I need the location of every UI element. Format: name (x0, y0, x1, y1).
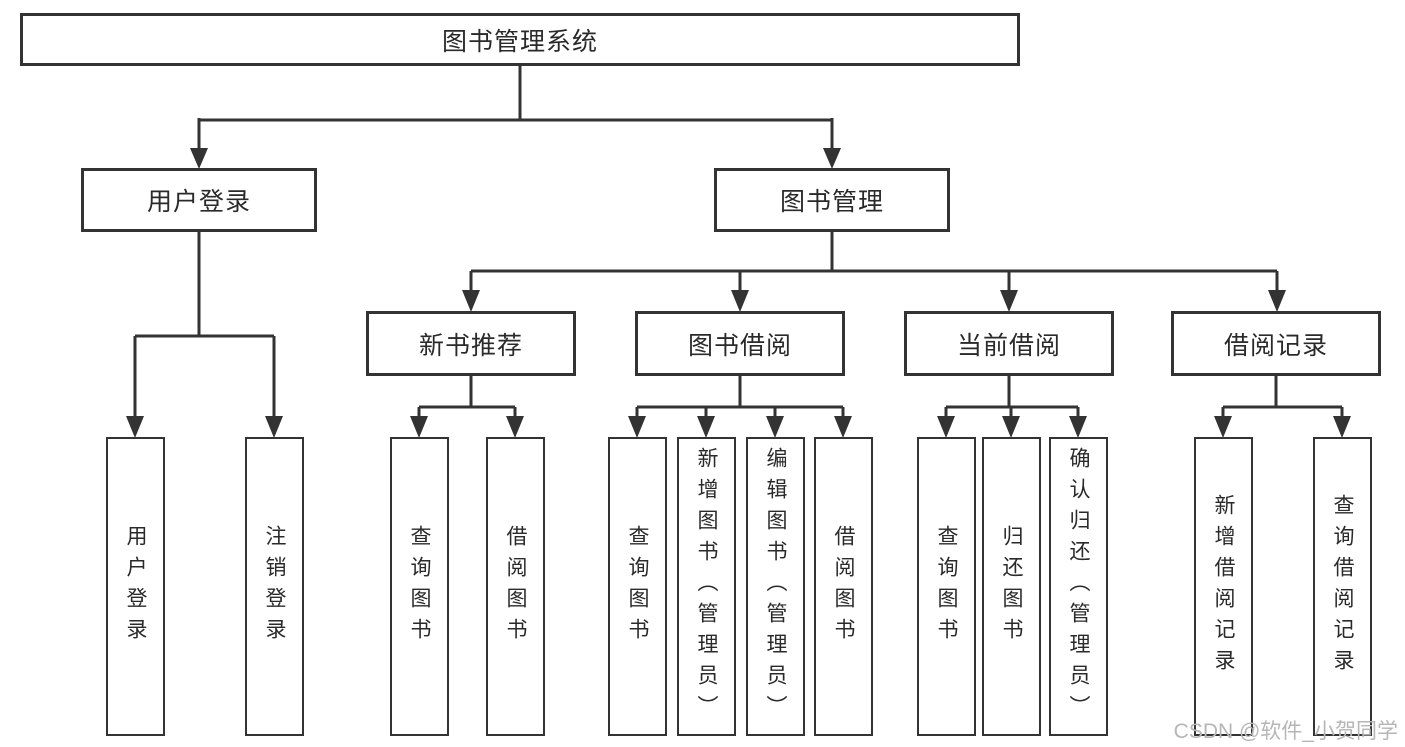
node-new-book-recommend: 新书推荐 (366, 311, 576, 376)
node-user-login: 用户登录 (81, 168, 317, 232)
leaf-logout-label: 注销登录 (263, 524, 286, 649)
node-borrow-records: 借阅记录 (1171, 311, 1381, 376)
node-user-login-label: 用户登录 (146, 188, 251, 216)
leaf-add-book-admin: 新增图书（管理员） (677, 437, 736, 736)
leaf-user-login-label: 用户登录 (124, 524, 147, 649)
leaf-borrow-book-recommend: 借阅图书 (486, 437, 545, 736)
node-root-label: 图书管理系统 (441, 27, 598, 56)
leaf-user-login: 用户登录 (106, 437, 165, 736)
leaf-edit-book-admin-label: 编辑图书（管理员） (764, 447, 787, 726)
leaf-edit-book-admin: 编辑图书（管理员） (746, 437, 805, 736)
leaf-return-book: 归还图书 (982, 437, 1041, 736)
node-current-borrow: 当前借阅 (904, 311, 1114, 376)
leaf-query-book-borrow-label: 查询图书 (626, 524, 649, 649)
leaf-borrow-book-recommend-label: 借阅图书 (504, 524, 527, 649)
leaf-query-borrow-record-label: 查询借阅记录 (1331, 493, 1354, 680)
node-current-borrow-label: 当前借阅 (956, 331, 1061, 360)
node-book-management-label: 图书管理 (779, 188, 884, 216)
node-book-management: 图书管理 (714, 168, 950, 232)
leaf-query-borrow-record: 查询借阅记录 (1313, 437, 1372, 736)
leaf-borrow-book-label: 借阅图书 (832, 524, 855, 649)
leaf-add-borrow-record-label: 新增借阅记录 (1212, 493, 1235, 680)
node-book-borrow: 图书借阅 (635, 311, 845, 376)
leaf-query-book-recommend-label: 查询图书 (408, 524, 431, 649)
leaf-query-book-recommend: 查询图书 (390, 437, 449, 736)
leaf-return-book-label: 归还图书 (1000, 524, 1023, 649)
leaf-add-book-admin-label: 新增图书（管理员） (695, 447, 718, 726)
leaf-borrow-book: 借阅图书 (814, 437, 873, 736)
leaf-add-borrow-record: 新增借阅记录 (1194, 437, 1253, 736)
node-book-borrow-label: 图书借阅 (687, 331, 792, 360)
leaf-query-book-borrow: 查询图书 (608, 437, 667, 736)
leaf-confirm-return-admin: 确认归还（管理员） (1049, 437, 1108, 736)
node-borrow-records-label: 借阅记录 (1223, 331, 1328, 360)
leaf-query-book-current-label: 查询图书 (935, 524, 958, 649)
watermark: CSDN @软件_小贺同学 (1173, 720, 1398, 743)
leaf-query-book-current: 查询图书 (917, 437, 976, 736)
node-new-book-recommend-label: 新书推荐 (418, 331, 523, 360)
leaf-confirm-return-admin-label: 确认归还（管理员） (1067, 447, 1090, 726)
leaf-logout: 注销登录 (245, 437, 304, 736)
node-root: 图书管理系统 (20, 13, 1020, 66)
